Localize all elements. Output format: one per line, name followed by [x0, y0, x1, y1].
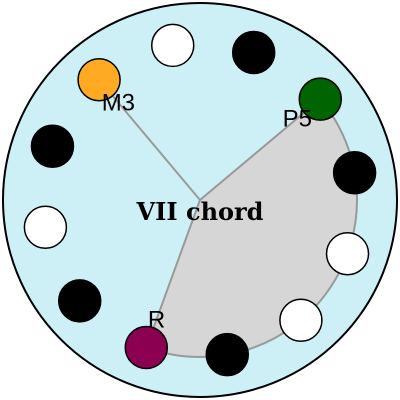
- radial-line: [98, 79, 201, 201]
- labels-layer: P5R M3: [102, 90, 312, 334]
- note-dot-n4: [325, 231, 370, 276]
- note-dot-n3: [332, 150, 377, 195]
- note-dot-n6: [205, 332, 250, 377]
- note-dot-n8: [57, 279, 102, 323]
- note-dot-n10: [30, 124, 75, 169]
- note-dot-n2: [298, 77, 343, 121]
- chord-sector: [145, 97, 358, 358]
- note-label-r: R: [148, 306, 165, 333]
- note-dot-n7: [124, 325, 169, 370]
- note-dot-n0: [150, 23, 195, 68]
- note-label-p5: P5: [283, 105, 312, 132]
- chord-title: VII chord: [136, 197, 264, 226]
- note-dot-n11: [77, 57, 121, 102]
- note-dot-n9: [23, 205, 68, 250]
- note-label-m3: M3: [102, 90, 135, 117]
- note-dot-n1: [231, 30, 276, 75]
- note-dot-n5: [279, 298, 323, 343]
- notes-layer: [23, 23, 377, 377]
